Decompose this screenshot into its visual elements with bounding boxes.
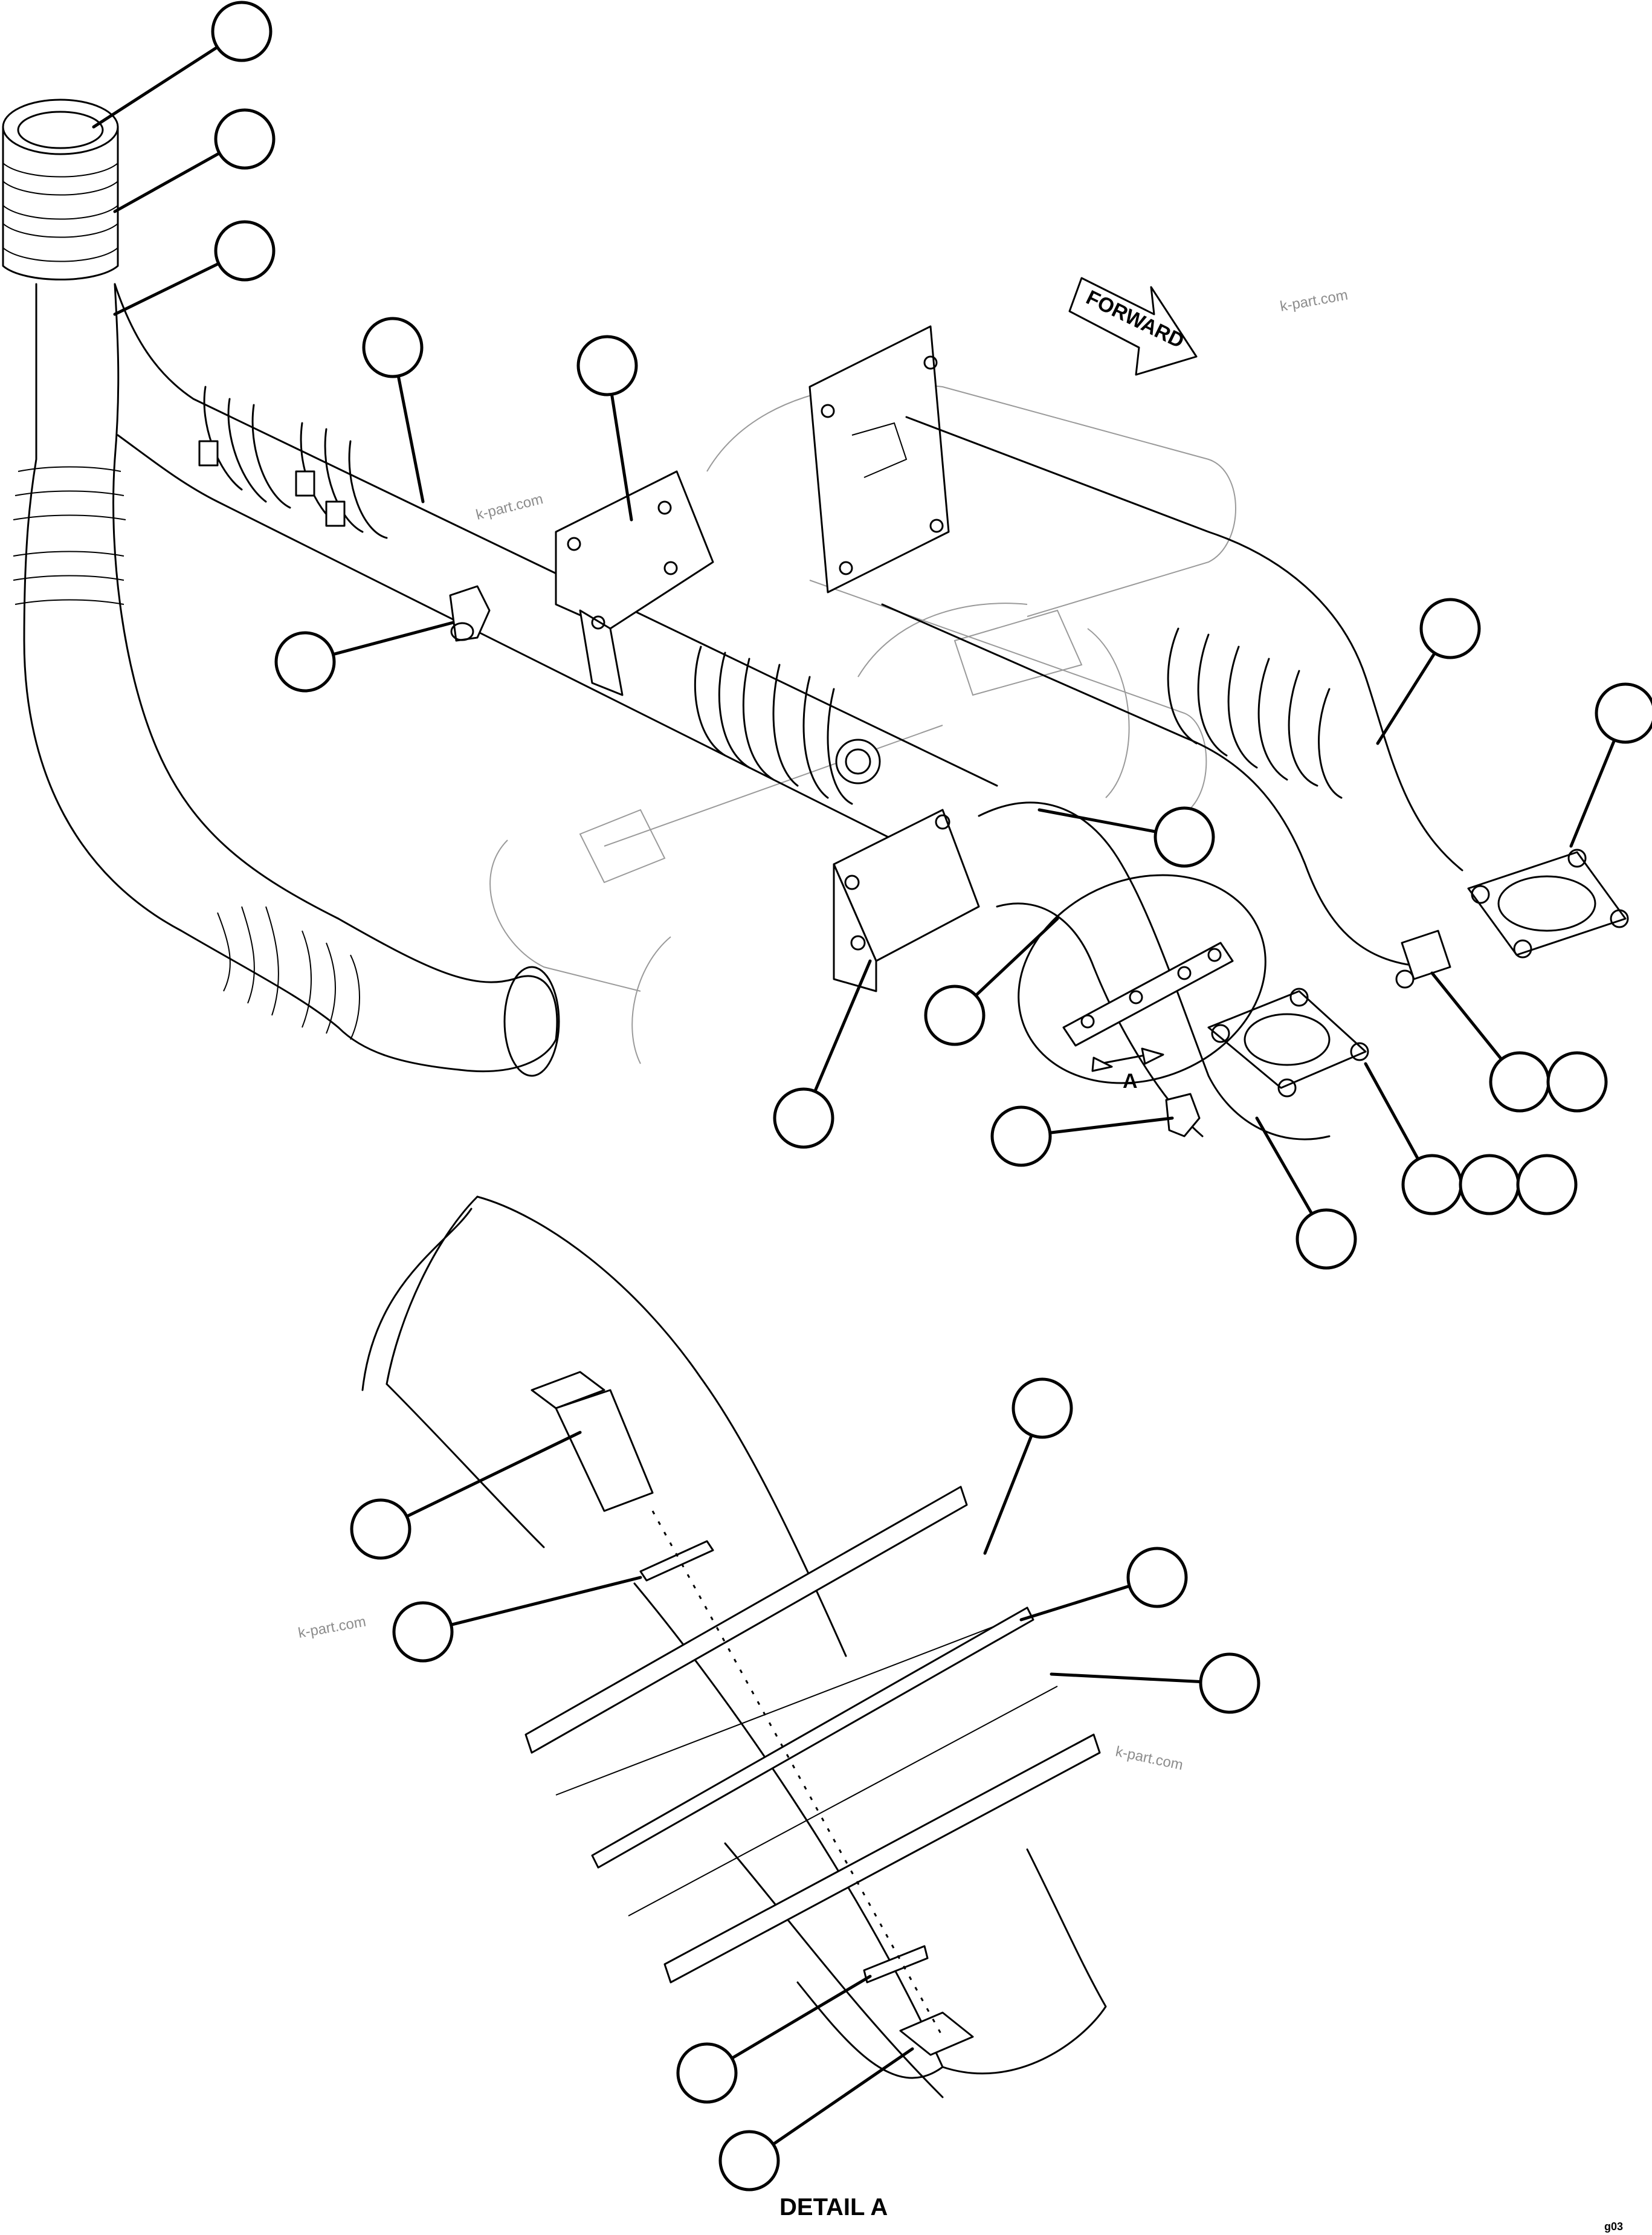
flange-lower <box>1165 988 1369 1137</box>
callout-9 <box>1037 806 1215 868</box>
main-exhaust-pipe <box>114 283 998 865</box>
callout-24 <box>676 1975 872 2104</box>
detail-a-view: DETAIL A <box>361 1195 1107 2220</box>
left-exhaust-pipe <box>13 283 560 1077</box>
page-code: g03 <box>1604 2220 1623 2233</box>
callout-4 <box>362 317 425 503</box>
callout-11 <box>773 959 872 1149</box>
callout-13 <box>1430 971 1550 1113</box>
top-bellows-coupling <box>2 99 119 280</box>
watermark: k-part.com <box>297 1614 367 1641</box>
callout-5 <box>576 335 638 522</box>
callout-10 <box>924 917 1059 1046</box>
callout-22 <box>1019 1547 1188 1622</box>
callout-19 <box>983 1377 1073 1555</box>
callout-17 <box>1516 1154 1578 1215</box>
watermark: k-part.com <box>1114 1743 1184 1773</box>
watermark: k-part.com <box>474 491 545 523</box>
callout-7 <box>1376 598 1481 745</box>
flange-upper-right <box>1467 849 1629 959</box>
detail-a-title: DETAIL A <box>779 2194 888 2220</box>
callout-14 <box>1546 1051 1608 1113</box>
mounting-bracket-upper <box>555 470 714 696</box>
callout-23 <box>1050 1652 1260 1714</box>
callout-6 <box>274 621 455 693</box>
mounting-bracket-rear <box>808 325 950 594</box>
callout-25 <box>718 2047 914 2191</box>
callout-2 <box>113 108 276 213</box>
right-exhaust-pipe <box>881 416 1463 989</box>
callout-21 <box>392 1576 642 1663</box>
forward-arrow: FORWARD <box>1068 277 1198 376</box>
callout-3 <box>113 220 276 316</box>
view-ref-label: A <box>1123 1070 1138 1093</box>
callouts <box>92 1 1652 2191</box>
callout-20 <box>350 1431 582 1560</box>
mounting-bracket-lower <box>833 809 980 992</box>
callout-16 <box>1459 1154 1520 1215</box>
callout-12 <box>990 1105 1174 1167</box>
watermark: k-part.com <box>1279 287 1349 315</box>
callout-15 <box>1364 1062 1463 1215</box>
callout-1 <box>92 1 273 129</box>
callout-18 <box>1255 1116 1357 1270</box>
detail-a-callout: A <box>1018 874 1266 1093</box>
callout-8 <box>1569 682 1652 848</box>
lower-exhaust-pipe <box>978 801 1331 1140</box>
